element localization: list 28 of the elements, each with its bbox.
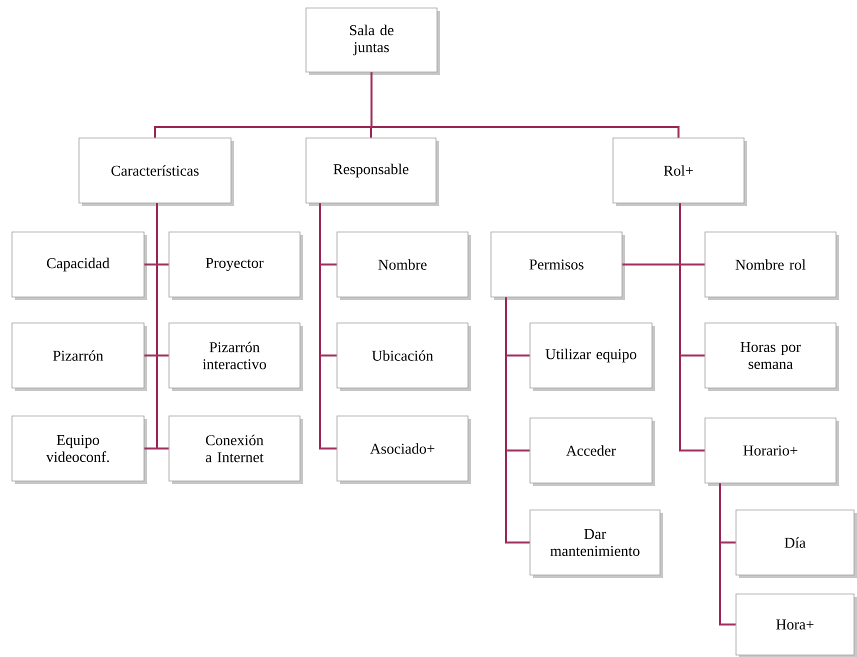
connector [505, 297, 530, 544]
box: Hora+ [736, 594, 857, 657]
box: Rol+ [612, 138, 747, 206]
box: Nombre [336, 232, 471, 300]
connector [156, 203, 169, 450]
connector [319, 203, 337, 450]
box: Horas por semana [704, 322, 839, 391]
box: Características [78, 138, 234, 206]
box: Pizarrón [12, 322, 147, 391]
box: Pizarrón interactivo [168, 322, 303, 391]
connector [679, 203, 705, 452]
box: Equipo videoconf. [12, 416, 147, 484]
box: Día [736, 510, 857, 578]
box: Responsable [306, 138, 439, 206]
box: Sala de juntas [306, 8, 440, 75]
box: Nombre rol [704, 232, 839, 300]
box: Permisos [490, 232, 625, 300]
box: Capacidad [12, 232, 147, 300]
box: Utilizar equipo [530, 322, 655, 391]
box: Asociado+ [336, 416, 471, 484]
box: Ubicación [336, 322, 471, 391]
box: Conexión a Internet [168, 416, 303, 484]
box: Acceder [530, 418, 655, 486]
box: Horario+ [704, 418, 839, 486]
box: Proyector [168, 232, 303, 300]
connector [370, 72, 680, 138]
box: Dar mantenimiento [530, 510, 663, 578]
connector [719, 483, 736, 626]
